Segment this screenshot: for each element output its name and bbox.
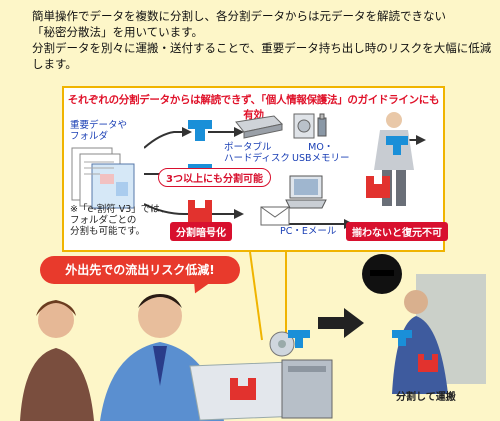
pc-email-label: PC・Eメール (280, 226, 337, 237)
diagram-panel: それぞれの分割データからは解読できず、「個人情報保護法」のガイドラインにも有効 … (62, 86, 448, 252)
office-workers-illustration (20, 294, 301, 421)
folder-split-note: ※「e-割符 V3」では、 フォルダごとの 分割も可能です。 (70, 204, 170, 237)
documents-icon (71, 147, 135, 209)
email-envelope-icon (260, 206, 290, 226)
external-drive-icon (269, 330, 333, 419)
businessman-illustration (366, 112, 414, 206)
intro-line-3: 分割データを別々に運搬・送付することで、重要データ持ち出し時のリスクを大幅に低減 (32, 41, 492, 55)
risk-reduction-bubble: 外出先での流出リスク低減! (40, 256, 240, 284)
portable-hdd-label: ポータブル ハードディスク (224, 142, 290, 164)
split-piece-red-icon (188, 200, 212, 222)
unrecoverable-badge: 揃わないと復元不可 (346, 222, 448, 241)
intro-line-2: 「秘密分散法」を用いています。 (32, 25, 204, 39)
diagram-title: それぞれの分割データからは解読できず、「個人情報保護法」のガイドラインにも有効 (67, 94, 440, 121)
source-data-label: 重要データや フォルダ (70, 120, 128, 142)
laptop-icon (285, 175, 327, 209)
intro-text: 簡単操作でデータを複数に分割し、各分割データからは元データを解読できない 「秘密… (32, 8, 492, 72)
intro-line-1: 簡単操作でデータを複数に分割し、各分割データからは元データを解読できない (32, 9, 446, 23)
split-3plus-label: 3つ以上にも分割可能 (158, 168, 271, 187)
intro-line-4: します。 (32, 57, 77, 71)
courier-businessman-illustration (362, 254, 486, 394)
transport-arrow (318, 308, 364, 338)
mo-usb-label: MO・ USBメモリー (292, 142, 350, 164)
split-encrypt-badge: 分割暗号化 (170, 222, 232, 241)
portable-hdd-icon (235, 115, 284, 139)
split-piece-blue-icon (188, 120, 212, 141)
mo-usb-icon (293, 113, 327, 139)
split-transport-caption: 分割して運搬 (396, 392, 456, 403)
